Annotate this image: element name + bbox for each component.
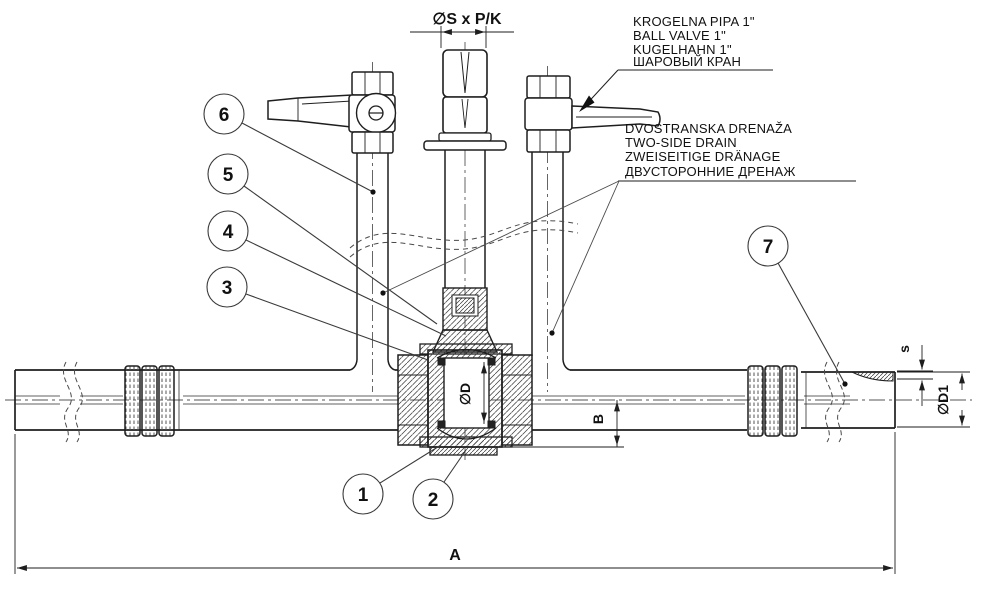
dim-thread-label: ∅S x P/K	[432, 11, 502, 28]
dim-s	[897, 345, 933, 406]
drain-valve-right	[524, 75, 661, 153]
stem-collar	[438, 132, 492, 142]
callout-number-1: 1	[358, 485, 369, 506]
callout-number-3: 3	[222, 278, 233, 299]
callout-number-7: 7	[763, 237, 774, 258]
valve-handle-right	[571, 105, 661, 129]
seat	[437, 357, 446, 366]
dim-B	[499, 400, 624, 448]
callouts	[203, 93, 848, 520]
label-ball-valve-de: KUGELHAHN 1"	[633, 42, 732, 57]
leader-line	[382, 180, 620, 294]
dim-A	[14, 432, 896, 574]
leader-arrowhead	[579, 95, 595, 112]
press-fitting-right	[747, 365, 798, 437]
callout-balloon-5	[207, 153, 249, 195]
stem-assembly	[423, 49, 507, 151]
label-drain-sl: DVOSTRANSKA DRENAŽA	[625, 121, 792, 136]
dim-B-label: B	[590, 414, 606, 424]
bottom-cap	[429, 446, 498, 456]
leader-dot	[842, 381, 848, 387]
callout-number-2: 2	[428, 490, 439, 511]
valve-body	[397, 343, 533, 456]
label-ball-valve-ru: ШАРОВЫЙ КРАН	[633, 54, 741, 69]
ball-top-arc	[436, 348, 497, 359]
ball-bottom-arc	[436, 427, 497, 440]
press-fitting-left	[124, 365, 175, 437]
seat	[487, 357, 496, 366]
wall-cutaway	[851, 371, 894, 382]
dim-D-label: ∅D	[457, 383, 473, 405]
callout-balloon-2	[412, 478, 454, 520]
label-ball-valve-sl: KROGELNA PIPA 1"	[633, 14, 755, 29]
callout-balloon-4	[207, 210, 249, 252]
callout-balloon-7	[747, 225, 789, 267]
label-drain: DVOSTRANSKA DRENAŽA TWO-SIDE DRAIN ZWEIS…	[380, 121, 856, 336]
main-pipe	[14, 369, 896, 431]
stem-gland	[431, 287, 499, 353]
dim-D1	[897, 371, 970, 428]
seat	[487, 420, 496, 429]
dim-D1-label: ∅D1	[935, 385, 951, 415]
union-nut-right	[501, 354, 533, 446]
hex-nut-bottom	[526, 129, 571, 153]
label-drain-ru: ДВУСТОРОННИЕ ДРЕНАЖ	[625, 164, 796, 179]
valve-body-right	[524, 97, 573, 131]
leader-dot	[370, 189, 376, 195]
stem-pipe	[444, 150, 486, 288]
leader-line	[551, 180, 620, 334]
label-ball-valve: KROGELNA PIPA 1" BALL VALVE 1" KUGELHAHN…	[579, 14, 773, 112]
valve-handle-left	[267, 94, 361, 129]
hex-nut-top	[351, 71, 394, 96]
union-nut-left	[397, 354, 429, 446]
dim-thread	[410, 26, 514, 48]
dim-s-label: s	[896, 345, 912, 353]
label-drain-en: TWO-SIDE DRAIN	[625, 135, 737, 150]
break-lines-risers	[349, 220, 579, 258]
callout-number-5: 5	[223, 165, 234, 186]
callout-balloon-6	[203, 93, 245, 135]
leader-dot	[549, 330, 555, 336]
callout-number-6: 6	[219, 105, 230, 126]
label-ball-valve-en: BALL VALVE 1"	[633, 28, 726, 43]
dim-A-label: A	[449, 547, 461, 564]
hex-nut-top	[526, 75, 571, 99]
hex-nut-bottom	[351, 131, 394, 154]
stem-flange	[423, 140, 507, 151]
callout-balloon-3	[206, 266, 248, 308]
label-drain-de: ZWEISEITIGE DRÄNAGE	[625, 149, 781, 164]
callout-balloon-1	[342, 473, 384, 515]
callout-numbers: 6 5 4 3 7 1 2	[219, 105, 774, 511]
right-drain-pipe	[531, 152, 571, 371]
leader-dot	[380, 290, 386, 296]
callout-number-4: 4	[223, 222, 234, 243]
left-drain-pipe	[349, 152, 396, 371]
seat	[437, 420, 446, 429]
break-lines-pipe	[63, 361, 845, 443]
drain-valve-left	[267, 71, 397, 154]
